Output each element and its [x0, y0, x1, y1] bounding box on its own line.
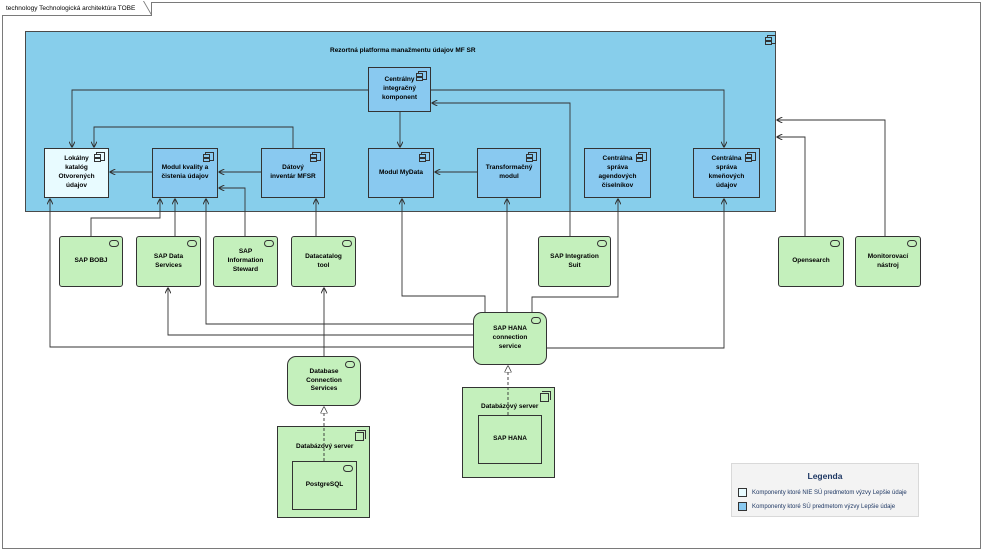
- central-integration-component[interactable]: Centrálny integračný komponent: [368, 67, 431, 112]
- edge-hana-to-masterdata: [547, 199, 724, 349]
- monitoring-tool-label: Monitorovací nástroj: [867, 252, 909, 269]
- service-icon: [264, 240, 274, 247]
- legend-item-label: Komponenty ktoré NIE SÚ predmetom výzvy …: [752, 489, 907, 496]
- sap-hana-connection-service[interactable]: SAP HANA connection service: [473, 312, 547, 365]
- service-icon: [907, 240, 917, 247]
- opensearch-service[interactable]: Opensearch: [778, 236, 844, 287]
- edge-hana-to-dataservices: [168, 288, 473, 336]
- sap-bobj-service[interactable]: SAP BOBJ: [59, 236, 123, 287]
- postgresql-system[interactable]: PostgreSQL: [292, 461, 357, 510]
- legend-item-label: Komponenty ktoré SÚ predmetom výzvy Lepš…: [752, 503, 896, 510]
- data-inventory-component[interactable]: Dátový inventár MFSR: [261, 148, 325, 198]
- service-icon: [109, 240, 119, 247]
- database-server-postgres-label: Databázový server: [296, 443, 354, 450]
- edge-hana-to-agenda: [531, 199, 618, 312]
- sap-information-steward-service[interactable]: SAP Information Steward: [213, 236, 278, 287]
- quality-module-component[interactable]: Modul kvality a čistenia údajov: [152, 148, 218, 198]
- transform-module-label: Transformačný modul: [485, 164, 533, 180]
- service-icon: [187, 240, 197, 247]
- quality-module-label: Modul kvality a čistenia údajov: [161, 164, 209, 180]
- sap-hana-connection-label: SAP HANA connection service: [492, 325, 528, 350]
- edge-steward-to-quality: [219, 188, 246, 236]
- edge-integration-to-masterdata: [431, 89, 724, 147]
- service-icon: [343, 465, 353, 472]
- sap-hana-system[interactable]: SAP HANA: [478, 415, 542, 464]
- sap-hana-label: SAP HANA: [493, 435, 527, 443]
- component-icon: [310, 152, 321, 162]
- component-icon: [203, 152, 214, 162]
- service-icon: [345, 361, 355, 368]
- data-inventory-label: Dátový inventár MFSR: [270, 164, 316, 180]
- component-icon: [765, 35, 776, 45]
- postgresql-label: PostgreSQL: [305, 481, 344, 489]
- database-connection-service[interactable]: Database Connection Services: [287, 356, 361, 406]
- component-icon: [416, 71, 427, 81]
- monitoring-tool-service[interactable]: Monitorovací nástroj: [855, 236, 921, 287]
- sap-integration-suit-service[interactable]: SAP Integration Suit: [538, 236, 611, 287]
- mydata-label: Modul MyData: [378, 168, 424, 176]
- sap-data-services-service[interactable]: SAP Data Services: [136, 236, 201, 287]
- transform-module-component[interactable]: Transformačný modul: [477, 148, 541, 198]
- edge-hana-to-catalog: [50, 199, 473, 348]
- datacatalog-tool-label: Datacatalog tool: [305, 252, 342, 269]
- frame-title: technology Technologická architektúra TO…: [2, 2, 153, 16]
- opensearch-label: Opensearch: [792, 257, 830, 265]
- master-data-label: Centrálna správa kmeňových údajov: [708, 155, 745, 189]
- component-icon: [636, 152, 647, 162]
- edge-opensearch-to-platform: [777, 137, 806, 236]
- edge-monitoring-to-platform: [777, 120, 886, 236]
- edge-bobj-to-quality: [90, 199, 160, 236]
- edge-hana-to-mydata: [402, 199, 486, 312]
- legend-title: Legenda: [807, 471, 843, 481]
- platform-title: Rezortná platforma manažmentu údajov MF …: [330, 47, 476, 54]
- node-icon: [540, 391, 551, 402]
- component-icon: [94, 152, 105, 162]
- edge-inventory-to-catalog: [94, 126, 294, 148]
- component-icon: [526, 152, 537, 162]
- sap-data-services-label: SAP Data Services: [153, 252, 184, 269]
- edge-integration-suit-to-integration: [432, 103, 571, 236]
- service-icon: [342, 240, 352, 247]
- service-icon: [830, 240, 840, 247]
- legend-swatch: [738, 502, 747, 511]
- agenda-registry-label: Centrálna správa agendových číselníkov: [598, 155, 637, 189]
- local-catalog-label: Lokálny katalóg Otvorených údajov: [58, 155, 95, 189]
- node-icon: [355, 430, 366, 441]
- agenda-registry-component[interactable]: Centrálna správa agendových číselníkov: [584, 148, 651, 198]
- central-integration-label: Centrálny integračný komponent: [381, 76, 418, 101]
- sap-bobj-label: SAP BOBJ: [74, 257, 108, 265]
- master-data-component[interactable]: Centrálna správa kmeňových údajov: [693, 148, 760, 198]
- legend: Legenda Komponenty ktoré NIE SÚ predmeto…: [731, 463, 919, 517]
- local-catalog-component[interactable]: Lokálny katalóg Otvorených údajov: [44, 148, 109, 198]
- legend-item-out-of-scope: Komponenty ktoré NIE SÚ predmetom výzvy …: [738, 488, 907, 497]
- service-icon: [531, 317, 541, 324]
- mydata-component[interactable]: Modul MyData: [368, 148, 434, 198]
- legend-item-in-scope: Komponenty ktoré SÚ predmetom výzvy Lepš…: [738, 502, 895, 511]
- database-server-hana-label: Databázový server: [481, 403, 539, 410]
- datacatalog-tool-service[interactable]: Datacatalog tool: [291, 236, 356, 287]
- component-icon: [745, 152, 756, 162]
- database-connection-label: Database Connection Services: [306, 367, 342, 393]
- sap-information-steward-label: SAP Information Steward: [227, 248, 264, 273]
- edge-hana-to-quality: [206, 199, 473, 325]
- sap-integration-suit-label: SAP Integration Suit: [550, 252, 599, 269]
- edge-integration-to-catalog: [72, 89, 368, 147]
- component-icon: [419, 152, 430, 162]
- legend-swatch: [738, 488, 747, 497]
- service-icon: [597, 240, 607, 247]
